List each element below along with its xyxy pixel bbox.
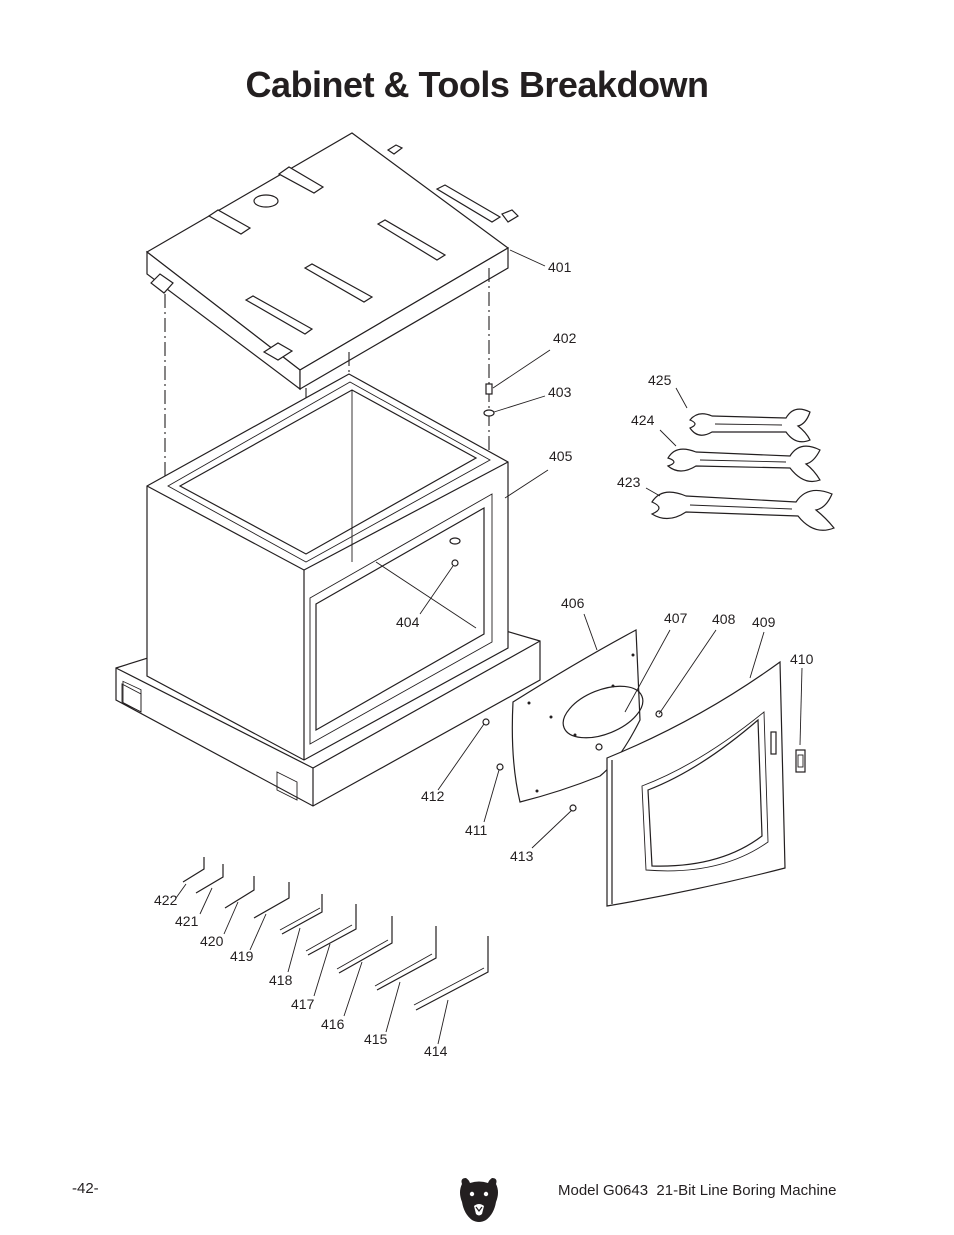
callout-409: 409 [752,614,776,630]
callout-420: 420 [200,933,224,949]
wrench-424 [666,445,821,483]
callout-415: 415 [364,1031,388,1047]
callout-423: 423 [617,474,641,490]
callout-403: 403 [548,384,572,400]
screw-and-washer [483,383,495,417]
cabinet-door [482,660,806,907]
callout-425: 425 [648,372,672,388]
callout-410: 410 [790,651,814,667]
cabinet-top-assembly [145,132,519,391]
callout-418: 418 [269,972,293,988]
wrench-425 [689,408,811,443]
callout-413: 413 [510,848,534,864]
callout-402: 402 [553,330,577,346]
hex-wrench-set [182,857,489,1011]
page-title: Cabinet & Tools Breakdown [245,64,709,105]
callout-leaders [175,249,803,1045]
callout-416: 416 [321,1016,345,1032]
callout-422: 422 [154,892,178,908]
callout-414: 414 [424,1043,448,1059]
wrench-423 [650,489,835,531]
callout-417: 417 [291,996,315,1012]
callout-405: 405 [549,448,573,464]
cabinet-body-assembly [115,373,541,807]
callout-407: 407 [664,610,688,626]
page-number: -42- [72,1180,99,1197]
callout-408: 408 [712,611,736,627]
callout-419: 419 [230,948,254,964]
open-end-wrenches [650,408,835,531]
model-caption: Model G0643 21-Bit Line Boring Machine [558,1182,837,1199]
callout-401: 401 [548,259,572,275]
bear-head-logo-icon [460,1178,498,1222]
callout-404: 404 [396,614,420,630]
callout-421: 421 [175,913,199,929]
callout-411: 411 [465,822,488,838]
callout-412: 412 [421,788,445,804]
callout-424: 424 [631,412,655,428]
callout-406: 406 [561,595,585,611]
callout-labels: 401 402 403 404 405 406 407 408 409 410 … [154,259,814,1059]
